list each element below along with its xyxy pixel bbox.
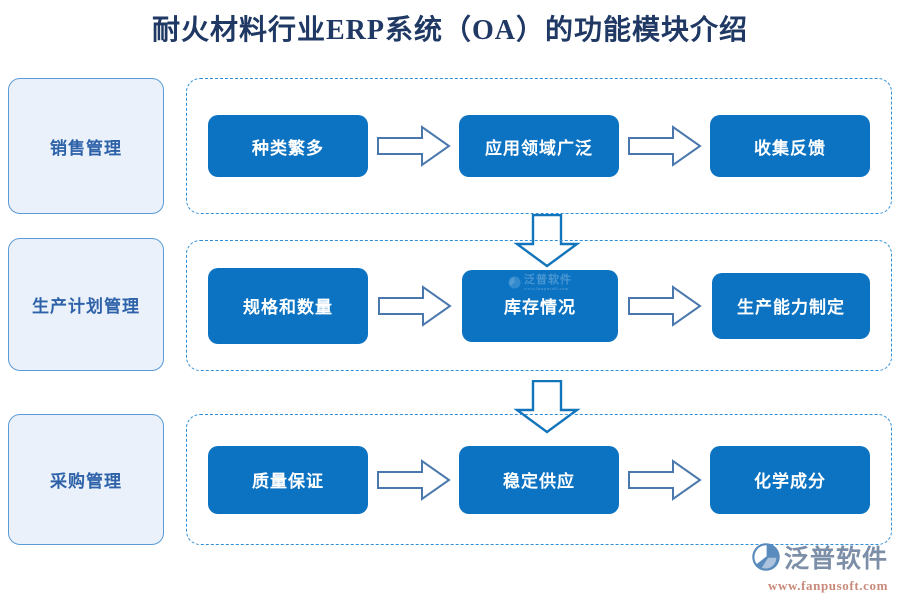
watermark-url: www.fanpusoft.com <box>524 286 569 292</box>
flow-node[interactable]: 生产能力制定 <box>712 272 870 339</box>
flow-row-sales: 销售管理 种类繁多 应用领域广泛 收集反馈 <box>0 78 900 214</box>
arrow-down-icon <box>508 380 586 434</box>
arrow-right-icon <box>368 123 459 169</box>
flow-node[interactable]: 规格和数量 <box>208 267 368 344</box>
watermark-logo: 泛普软件 www.fanpusoft.com <box>462 274 618 294</box>
flow-node[interactable]: 泛普软件 www.fanpusoft.com 库存情况 <box>462 269 618 342</box>
flow-steps-purchase: 质量保证 稳定供应 化学成分 <box>186 414 892 545</box>
flow-node-label: 生产能力制定 <box>737 298 845 317</box>
brand-logo-row: 泛普软件 <box>751 542 888 577</box>
brand-url: www.fanpusoft.com <box>768 578 888 593</box>
flow-node-label: 质量保证 <box>252 472 324 491</box>
flow-node[interactable]: 稳定供应 <box>459 445 619 514</box>
arrow-right-icon <box>619 123 710 169</box>
watermark-name: 泛普软件 <box>524 274 572 287</box>
flow-node-label: 化学成分 <box>754 472 826 491</box>
sidebar-item-sales[interactable]: 销售管理 <box>8 78 164 214</box>
arrow-right-icon <box>618 283 712 329</box>
flow-node-label: 收集反馈 <box>754 138 826 158</box>
flow-node[interactable]: 化学成分 <box>710 445 870 514</box>
sidebar-item-label: 销售管理 <box>50 138 122 158</box>
sidebar-item-label: 生产计划管理 <box>32 297 140 316</box>
sidebar-item-production-plan[interactable]: 生产计划管理 <box>8 238 164 371</box>
arrow-right-icon <box>368 457 459 503</box>
flow-node-label: 规格和数量 <box>243 298 333 317</box>
dashed-container-production <box>186 240 892 371</box>
flow-node[interactable]: 种类繁多 <box>208 115 368 177</box>
flow-node[interactable]: 应用领域广泛 <box>459 115 619 177</box>
flow-steps-production: 规格和数量 泛普软件 www.fanpusoft.com 库存 <box>186 240 892 371</box>
fanpu-logo-icon <box>508 274 521 294</box>
fanpu-logo-icon <box>751 542 781 577</box>
arrow-right-icon <box>619 457 710 503</box>
sidebar-item-purchase[interactable]: 采购管理 <box>8 414 164 545</box>
flow-node[interactable]: 收集反馈 <box>710 115 870 177</box>
arrow-right-icon <box>368 283 462 329</box>
page-title: 耐火材料行业ERP系统（OA）的功能模块介绍 <box>151 15 748 46</box>
dashed-container-purchase <box>186 414 892 545</box>
flow-node-label: 应用领域广泛 <box>485 138 593 158</box>
flow-row-purchase: 采购管理 质量保证 稳定供应 化学成分 <box>0 414 900 545</box>
flow-steps-sales: 种类繁多 应用领域广泛 收集反馈 <box>186 78 892 214</box>
brand-logo: 泛普软件 www.fanpusoft.com <box>751 542 888 592</box>
dashed-container-sales <box>186 78 892 214</box>
flow-node[interactable]: 质量保证 <box>208 445 368 514</box>
sidebar-item-label: 采购管理 <box>50 472 122 491</box>
flow-row-production: 生产计划管理 规格和数量 泛普软件 www.fanpusoft <box>0 238 900 371</box>
flow-node-label: 库存情况 <box>504 298 576 317</box>
brand-name: 泛普软件 <box>783 546 888 573</box>
flow-node-label: 种类繁多 <box>252 138 324 158</box>
flow-node-label: 稳定供应 <box>503 472 575 491</box>
